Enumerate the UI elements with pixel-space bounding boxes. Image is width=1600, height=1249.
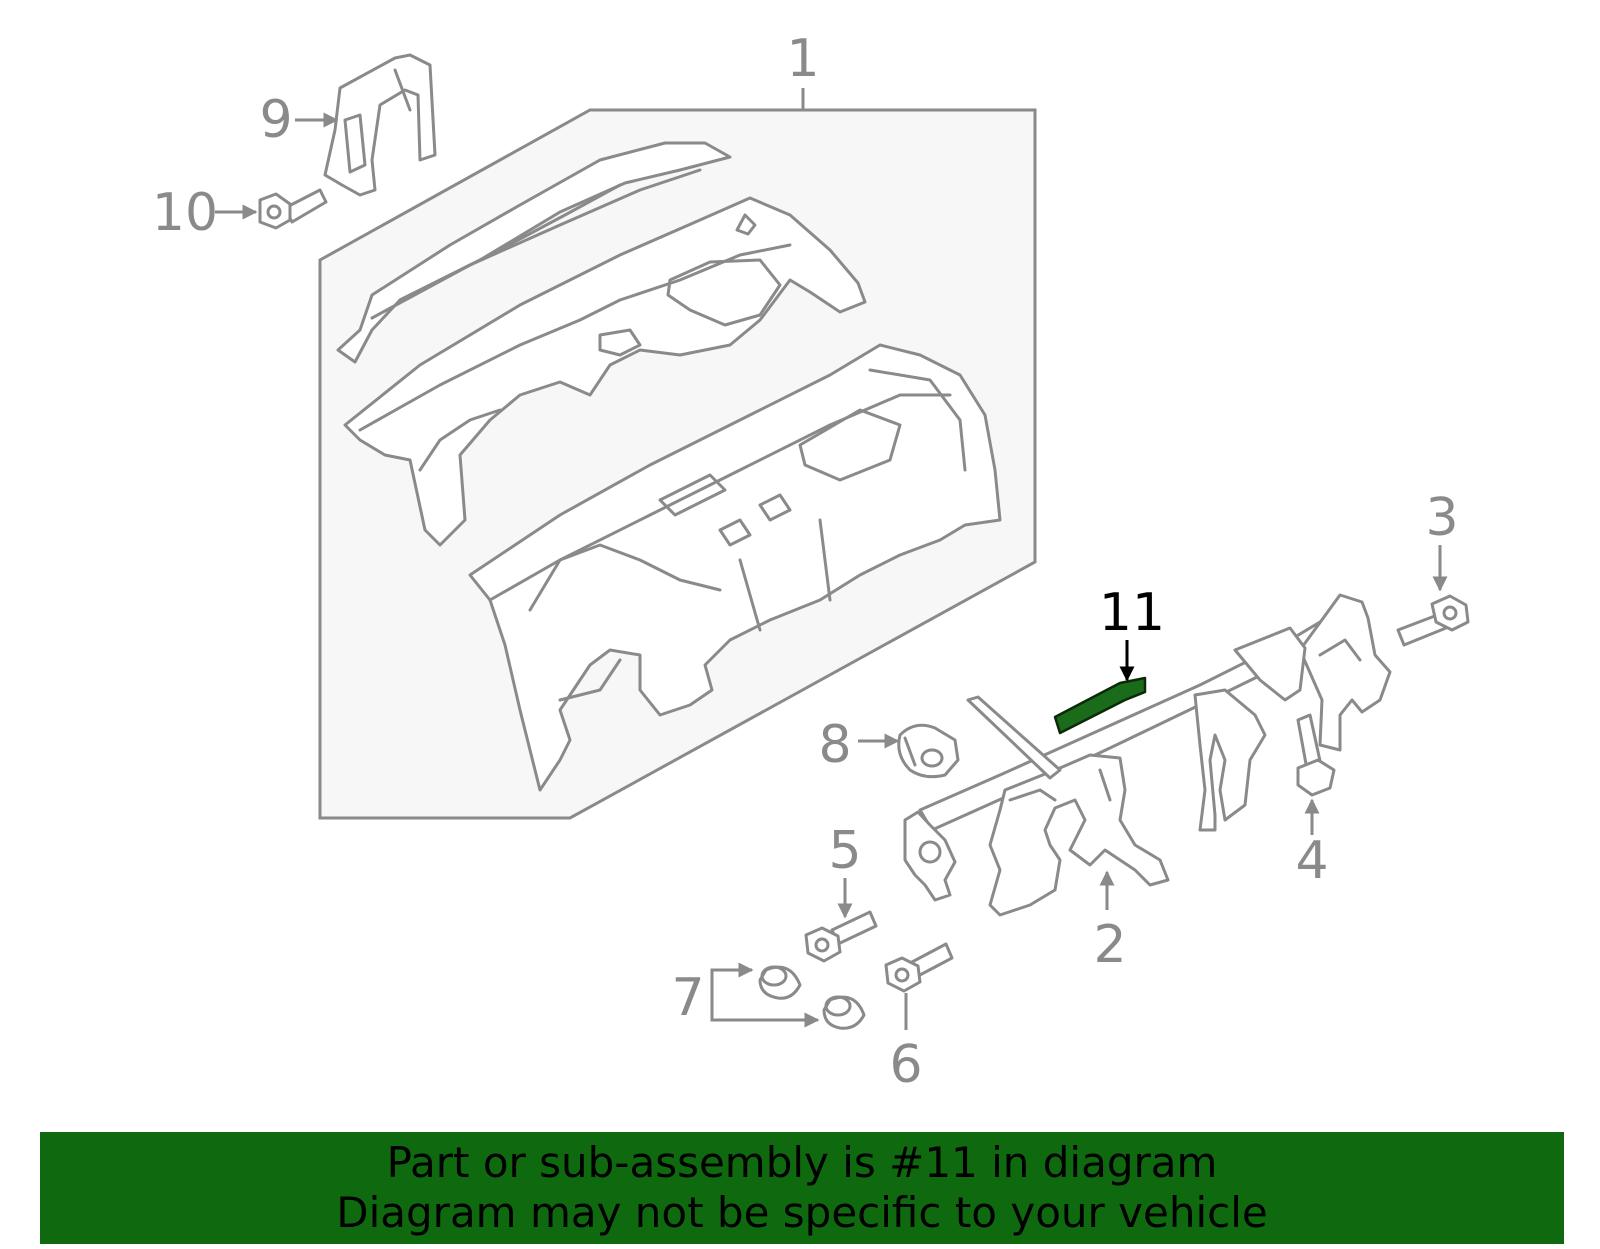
callout-8: 8 bbox=[818, 715, 851, 775]
part-9-bracket bbox=[323, 53, 437, 197]
leader-7b bbox=[710, 995, 820, 1028]
callout-5: 5 bbox=[828, 821, 861, 881]
callout-10: 10 bbox=[152, 183, 218, 243]
part-10-bolt bbox=[258, 188, 328, 230]
callout-7: 7 bbox=[671, 968, 704, 1028]
callout-3: 3 bbox=[1425, 488, 1458, 548]
banner-line-part-number: Part or sub-assembly is #11 in diagram bbox=[386, 1138, 1218, 1187]
part-11-highlighted-bracket bbox=[1053, 676, 1147, 735]
callout-2: 2 bbox=[1093, 915, 1126, 975]
callout-1: 1 bbox=[786, 29, 819, 89]
callout-4: 4 bbox=[1295, 831, 1328, 891]
leader-lines bbox=[215, 88, 1448, 1030]
banner-background bbox=[40, 1132, 1564, 1244]
part-5-bolt bbox=[804, 910, 878, 963]
part-8-clip bbox=[897, 723, 960, 779]
part-1-dash-panel-assembly bbox=[318, 108, 1037, 820]
part-3-bolt bbox=[1396, 594, 1470, 647]
part-6-bolt bbox=[884, 942, 954, 993]
callout-labels: 1 2 3 4 5 6 7 8 9 10 11 bbox=[152, 29, 1459, 1095]
part-7-caps bbox=[758, 965, 866, 1030]
part-4-stud-bolt bbox=[1296, 713, 1336, 797]
callout-9: 9 bbox=[259, 90, 292, 150]
info-banner: Part or sub-assembly is #11 in diagram D… bbox=[40, 1132, 1564, 1244]
banner-line-disclaimer: Diagram may not be specific to your vehi… bbox=[336, 1188, 1268, 1237]
callout-6: 6 bbox=[889, 1035, 922, 1095]
leader-7 bbox=[710, 962, 754, 995]
part-2-cross-car-beam bbox=[903, 593, 1392, 917]
callout-11: 11 bbox=[1099, 583, 1165, 643]
